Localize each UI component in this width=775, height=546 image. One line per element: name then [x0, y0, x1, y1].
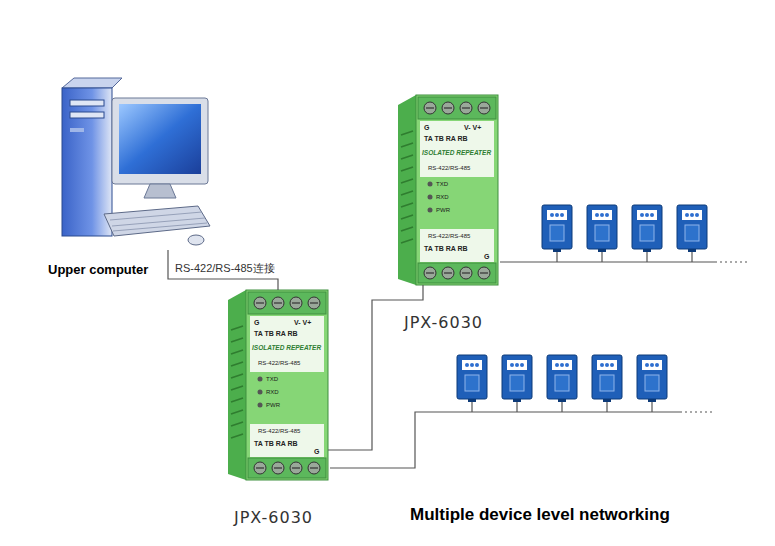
computer-node: Upper computer: [60, 75, 215, 250]
connector-line: [328, 285, 423, 450]
computer-illustration: [62, 78, 210, 245]
led-label: RXD: [436, 194, 449, 200]
repeater-node: G V- V+ TA TB RA RB ISOLATED REPEATER RS-422…: [398, 95, 498, 285]
terminal-label: TA TB RA RB: [424, 135, 468, 142]
bus-connector: [168, 250, 278, 290]
model-number: JPX-6030: [234, 510, 313, 526]
led-label: PWR: [266, 402, 280, 408]
interface-label: RS-422/RS-485: [258, 428, 300, 434]
interface-label: RS-422/RS-485: [428, 233, 470, 239]
device-label: Upper computer: [48, 263, 148, 276]
repeater-node: G V- V+ TA TB RA RB ISOLATED REPEATER RS-422…: [228, 290, 328, 480]
terminal-label: V- V+: [464, 124, 481, 131]
product-name: ISOLATED REPEATER: [252, 345, 321, 352]
bus-wire: [330, 252, 748, 468]
model-number: JPX-6030: [404, 315, 483, 331]
terminal-label: TA TB RA RB: [254, 440, 298, 447]
interface-label: RS-422/RS-485: [428, 165, 470, 171]
led-label: TXD: [266, 376, 278, 382]
led-label: PWR: [436, 207, 450, 213]
terminal-label: G: [424, 124, 429, 131]
terminal-label: TA TB RA RB: [254, 330, 298, 337]
product-name: ISOLATED REPEATER: [422, 150, 491, 157]
terminal-label: G: [484, 253, 489, 260]
connection-label: RS-422/RS-485连接: [174, 262, 276, 275]
led-label: RXD: [266, 389, 279, 395]
terminal-label: G: [314, 448, 319, 455]
terminal-label: TA TB RA RB: [424, 245, 468, 252]
repeater-module: [398, 95, 498, 285]
led-label: TXD: [436, 181, 448, 187]
interface-label: RS-422/RS-485: [258, 360, 300, 366]
bus-connector: [328, 285, 423, 450]
terminal-label: V- V+: [294, 319, 311, 326]
terminal-label: G: [254, 319, 259, 326]
connector-line: [168, 250, 278, 290]
repeater-module: [228, 290, 328, 480]
diagram-caption: Multiple device level networking: [410, 506, 670, 525]
field-device: [457, 205, 707, 402]
